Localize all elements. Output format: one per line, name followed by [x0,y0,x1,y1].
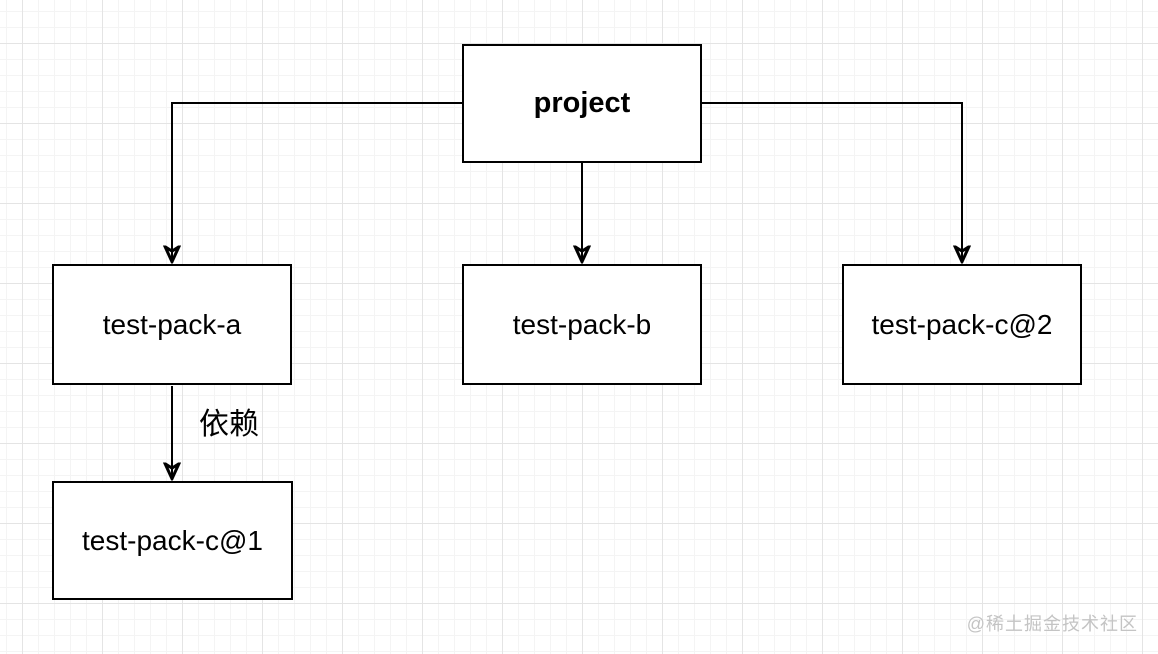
node-test-pack-c2: test-pack-c@2 [842,264,1082,385]
edge-label-dependency: 依赖 [199,408,259,441]
node-project: project [462,44,702,163]
node-test-pack-a: test-pack-a [52,264,292,385]
edge-project-to-test-pack-c2 [702,102,962,261]
node-test-pack-c2-label: test-pack-c@2 [871,308,1053,340]
node-test-pack-a-label: test-pack-a [102,308,242,340]
edge-project-to-test-pack-a [172,102,462,261]
watermark: @稀土掘金技术社区 [966,614,1138,634]
node-test-pack-c1: test-pack-c@1 [52,481,293,600]
node-project-label: project [533,87,631,119]
node-test-pack-b: test-pack-b [462,264,702,385]
node-test-pack-c1-label: test-pack-c@1 [82,524,263,556]
node-test-pack-b-label: test-pack-b [512,308,652,340]
